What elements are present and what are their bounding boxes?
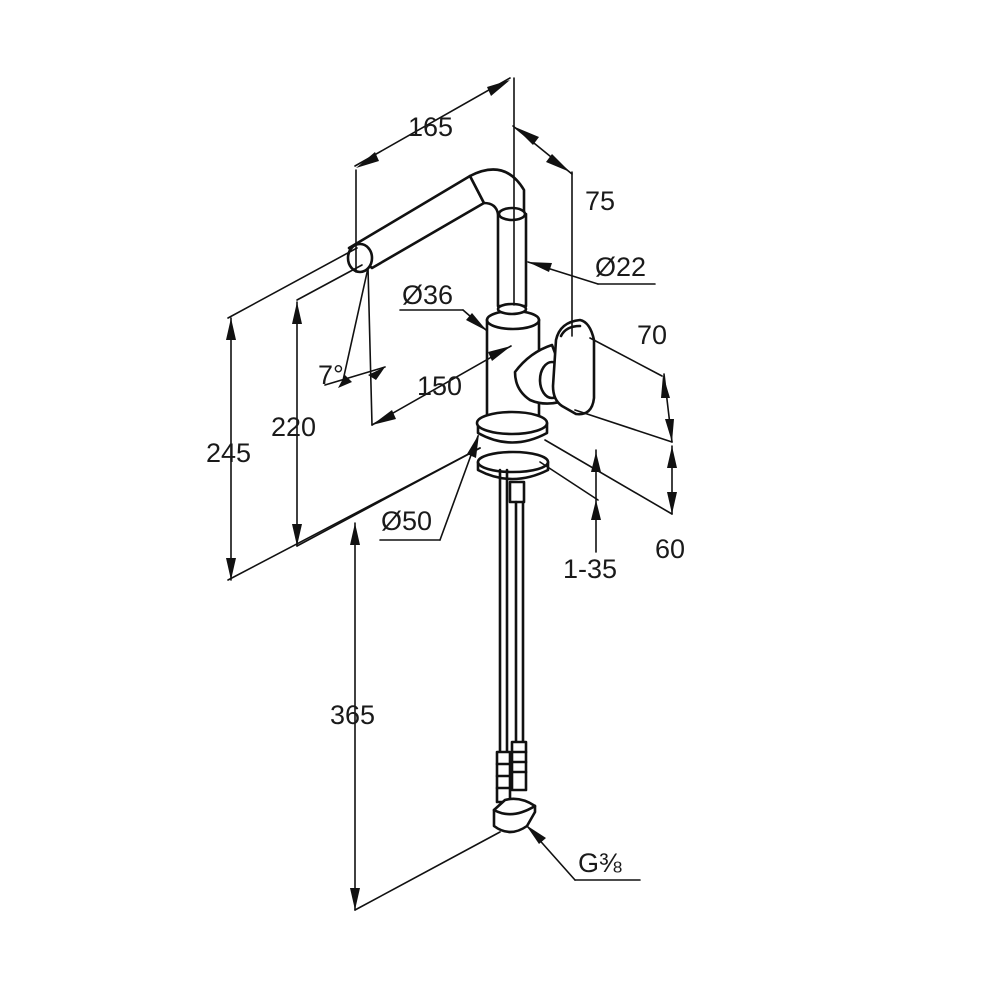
dim-label-d22: Ø22 (595, 252, 646, 282)
dimension-lines (226, 77, 677, 911)
dim-label-1-35: 1-35 (563, 554, 617, 584)
dim-label-165: 165 (408, 112, 453, 142)
dim-label-365: 365 (330, 700, 375, 730)
dim-label-150: 150 (417, 371, 462, 401)
dim-label-g38: G⅜ (578, 848, 622, 878)
dim-label-d36: Ø36 (402, 280, 453, 310)
dim-label-220: 220 (271, 412, 316, 442)
dim-label-75: 75 (585, 186, 615, 216)
dim-label-d50: Ø50 (381, 506, 432, 536)
dim-label-70: 70 (637, 320, 667, 350)
dim-label-245: 245 (206, 438, 251, 468)
faucet-outline (346, 168, 596, 834)
dim-label-60: 60 (655, 534, 685, 564)
dim-label-7deg: 7° (318, 360, 344, 390)
